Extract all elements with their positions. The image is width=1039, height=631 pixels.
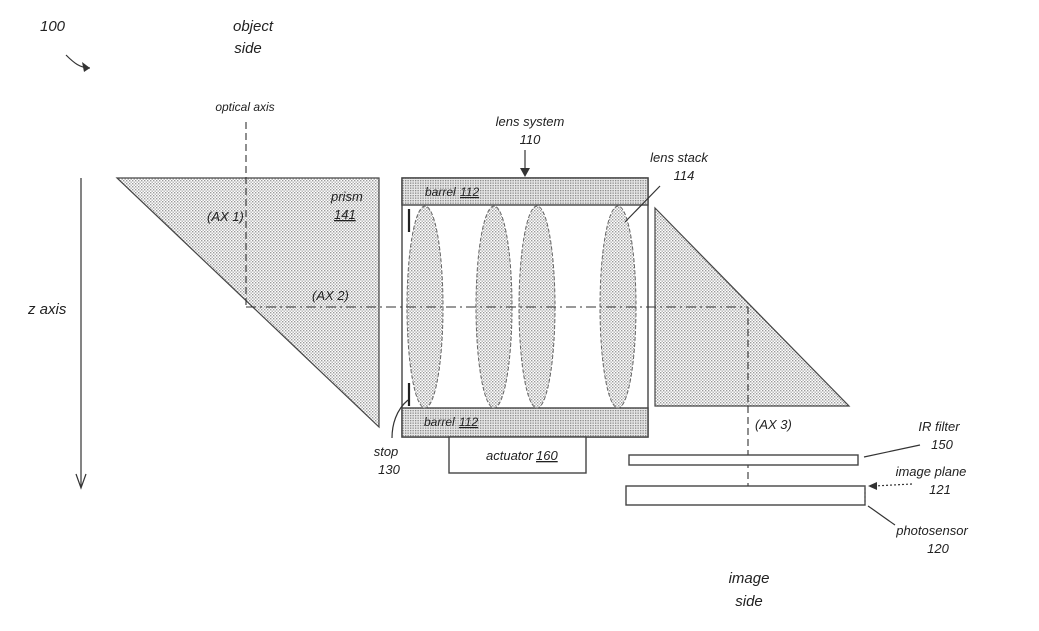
optical-axis-label: optical axis — [215, 100, 274, 114]
lens-stack-num: 114 — [674, 168, 695, 183]
ir-filter-leader — [864, 445, 920, 457]
lens-system-name: lens system — [496, 114, 565, 129]
image-plane-name: image plane — [896, 464, 967, 479]
image-plane-num: 121 — [929, 482, 951, 497]
barrel-bottom-name: barrel — [424, 415, 455, 429]
actuator-num: 160 — [536, 448, 558, 463]
figure-ref-label: 100 — [40, 18, 66, 35]
z-axis-label: z axis — [27, 301, 67, 318]
figure-ref-arrowhead — [82, 62, 90, 72]
image-plane-leader — [874, 484, 912, 486]
image-plane-arrowhead — [868, 482, 877, 490]
lens-system-arrowhead — [520, 168, 530, 177]
prism-name: prism — [330, 189, 363, 204]
stop-name: stop — [374, 444, 399, 459]
object-side-line1: object — [233, 18, 274, 35]
ax3-label: (AX 3) — [755, 417, 792, 432]
second-prism — [655, 208, 849, 406]
barrel-bottom-num: 112 — [459, 415, 478, 429]
barrel-top-name: barrel — [425, 185, 456, 199]
lens-system-num: 110 — [520, 132, 541, 147]
ir-filter-num: 150 — [931, 437, 953, 452]
photosensor-name: photosensor — [895, 523, 968, 538]
lens-stack-name: lens stack — [650, 150, 709, 165]
object-side-line2: side — [234, 40, 262, 57]
prism-num: 141 — [334, 207, 356, 222]
photosensor-leader — [868, 506, 895, 525]
ir-filter-150 — [629, 455, 858, 465]
image-side-line2: side — [735, 593, 763, 610]
image-side-line1: image — [729, 570, 770, 587]
actuator-name: actuator — [486, 448, 534, 463]
ax1-label: (AX 1) — [207, 209, 244, 224]
barrel-top-num: 112 — [460, 185, 479, 199]
stop-num: 130 — [378, 462, 400, 477]
photosensor-120 — [626, 486, 865, 505]
ir-filter-name: IR filter — [918, 419, 960, 434]
ax2-label: (AX 2) — [312, 288, 349, 303]
photosensor-num: 120 — [927, 541, 949, 556]
